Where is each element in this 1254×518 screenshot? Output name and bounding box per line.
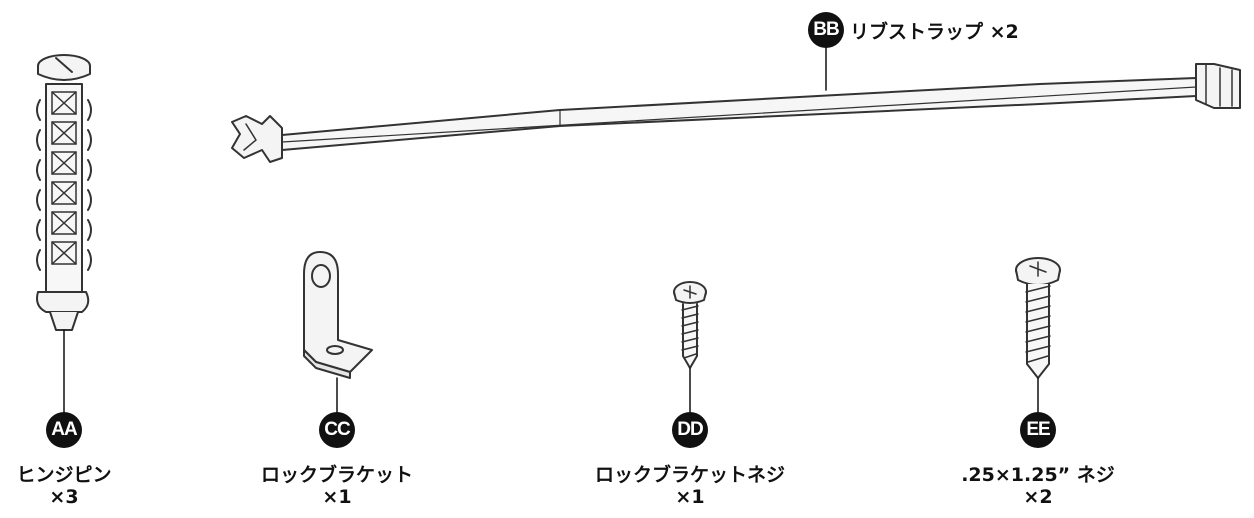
hinge-pin-drawing [36,54,92,413]
badge-dd: DD [672,412,708,448]
label-ee-name: .25×1.25” ネジ [961,464,1115,486]
screw-drawing [1015,257,1061,413]
label-cc: ロックブラケット ×1 [227,464,447,508]
label-cc-name: ロックブラケット [260,464,413,486]
badge-aa: AA [46,412,82,448]
label-cc-qty: ×1 [322,486,352,508]
label-dd-name: ロックブラケットネジ [594,464,785,486]
rib-strap-drawing [231,47,1241,163]
lock-bracket-drawing [303,251,373,413]
label-ee: .25×1.25” ネジ ×2 [928,464,1148,508]
lock-bracket-screw-drawing [673,281,707,413]
badge-ee: EE [1020,412,1056,448]
badge-bb: BB [808,12,844,48]
label-ee-qty: ×2 [1023,486,1053,508]
label-bb: リブストラップ ×2 [850,21,1019,43]
badge-cc: CC [319,412,355,448]
label-aa-name: ヒンジピン [16,464,112,486]
label-dd-qty: ×1 [675,486,705,508]
label-aa: ヒンジピン ×3 [4,464,124,508]
label-aa-qty: ×3 [49,486,79,508]
label-dd: ロックブラケットネジ ×1 [560,464,820,508]
